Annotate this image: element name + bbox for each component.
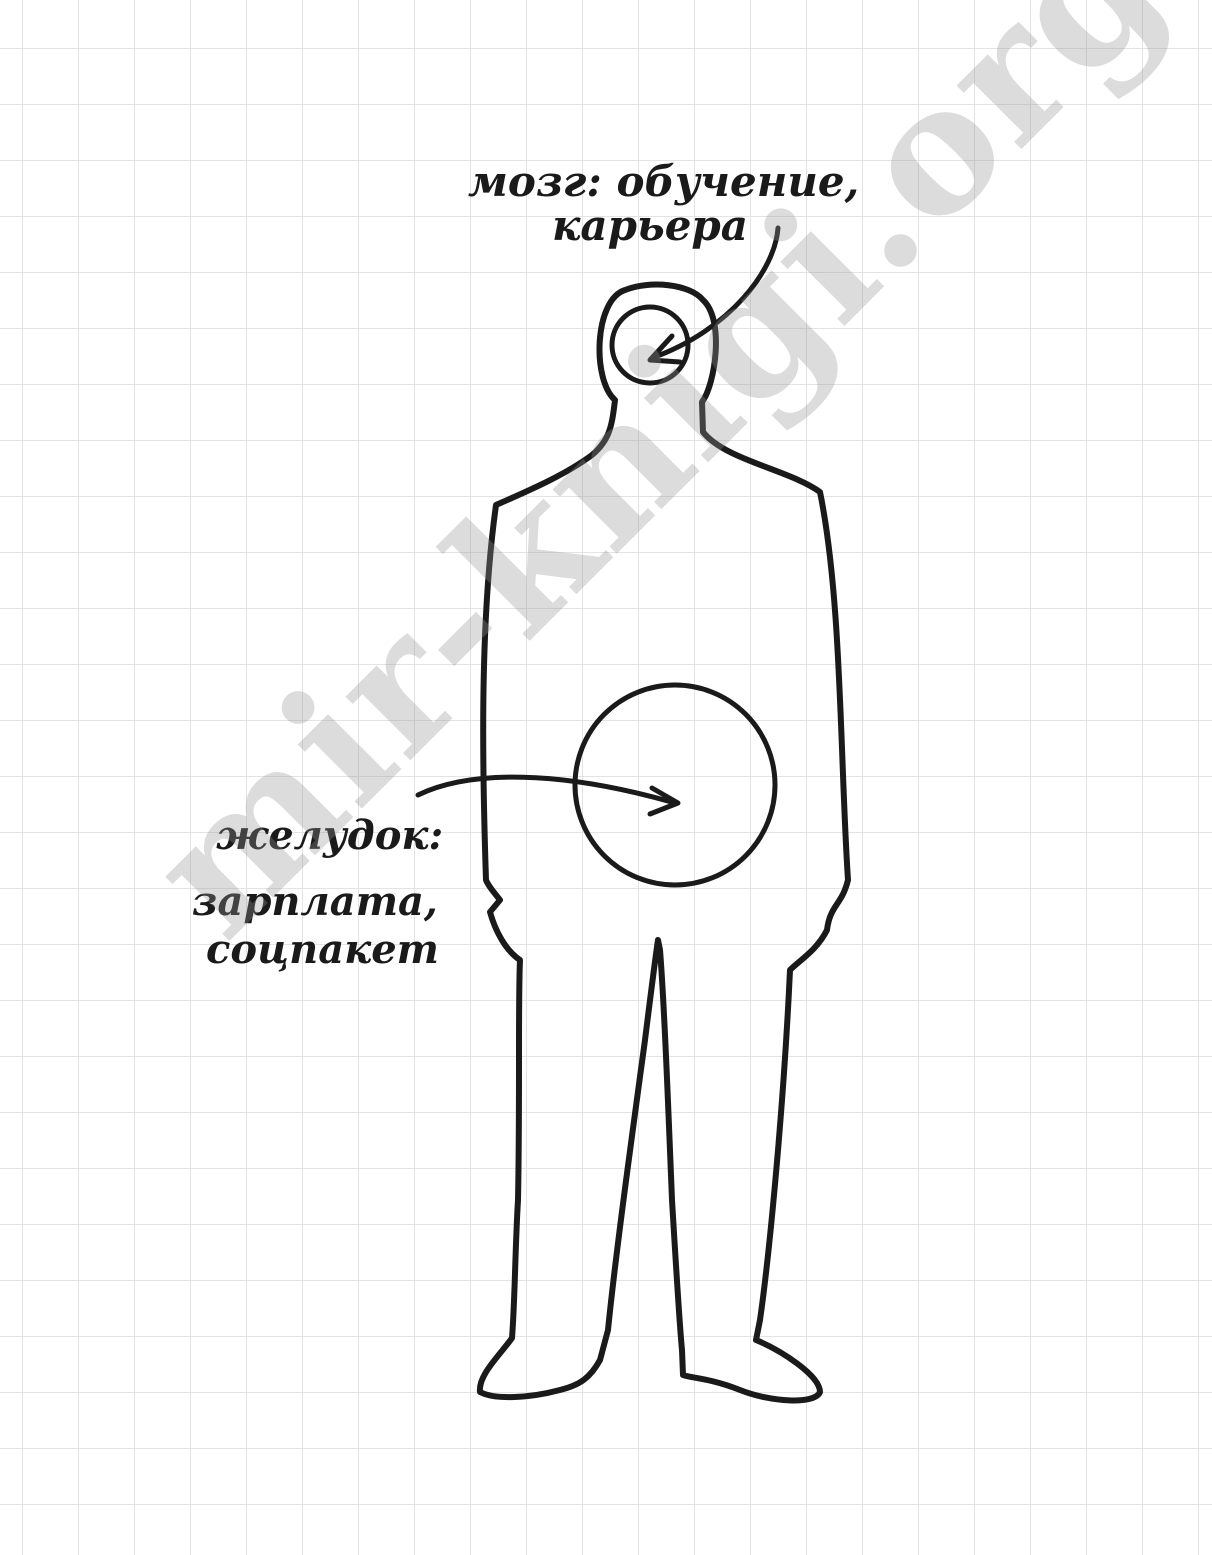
stomach-label-line1: желудок: xyxy=(192,815,443,857)
stomach-arrow xyxy=(418,777,675,803)
body-outline xyxy=(480,285,848,1401)
brain-label-line1: мозг: обучение, xyxy=(468,157,859,206)
brain-label-line2: карьера xyxy=(468,204,828,248)
stomach-label: желудок: зарплата, соцпакет xyxy=(192,815,443,971)
stomach-label-line2: зарплата, xyxy=(192,881,443,923)
stomach-label-line3: соцпакет xyxy=(192,929,443,971)
brain-label: мозг: обучение, карьера xyxy=(468,160,828,248)
